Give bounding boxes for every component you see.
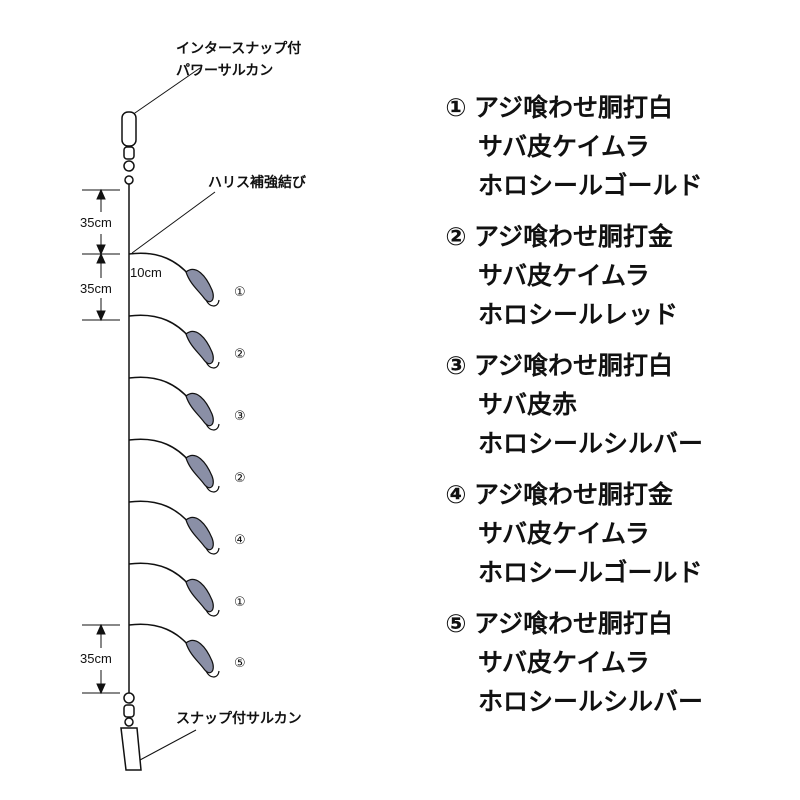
lure-skin <box>185 392 214 427</box>
bottom-swivel-leader <box>139 729 197 761</box>
hook-marker: ③ <box>234 409 246 424</box>
legend-entry-line: サバ皮ケイムラ <box>478 519 650 548</box>
hook-icon <box>205 423 220 431</box>
legend-entry-line: サバ皮ケイムラ <box>478 261 650 290</box>
legend-entry-line: サバ皮ケイムラ <box>478 132 650 161</box>
legend-entry-line: サバ皮赤 <box>478 390 578 419</box>
legend-marker: ⑤ <box>445 609 467 638</box>
hook-marker: ① <box>234 595 246 610</box>
lure-skin <box>185 268 214 303</box>
legend-entry-line: ホロシールシルバー <box>478 429 704 458</box>
hook-icon <box>205 670 220 678</box>
top-swivel-label-1: インタースナップ付 <box>176 40 301 57</box>
legend-entry-text: アジ喰わせ胴打白 <box>474 609 674 638</box>
hook-icon <box>205 547 220 555</box>
hook-icon <box>205 299 220 307</box>
legend-entry-line: ホロシールゴールド <box>478 558 703 587</box>
lure-skin <box>185 454 214 489</box>
hook-marker: ② <box>234 347 246 362</box>
legend-marker: ③ <box>445 351 467 380</box>
legend-entry-text: アジ喰わせ胴打白 <box>474 351 674 380</box>
dimension-top-2-label: 35cm <box>80 281 112 296</box>
bottom-swivel-label: スナップ付サルカン <box>176 710 302 727</box>
hook-marker: ① <box>234 285 246 300</box>
hook-marker: ② <box>234 471 246 486</box>
branch-hook: ② <box>128 314 246 369</box>
dimension-bottom <box>82 623 120 695</box>
reinforce-knot-leader <box>131 191 216 254</box>
legend-entry-line: サバ皮ケイムラ <box>478 648 650 677</box>
hook-icon <box>205 609 220 617</box>
branch-hook: ① <box>128 562 246 617</box>
lure-skin <box>185 516 214 551</box>
hook-marker: ④ <box>234 533 246 548</box>
bottom-swivel <box>120 692 142 771</box>
dimension-top-1-label: 35cm <box>80 215 112 230</box>
dimension-bottom-label: 35cm <box>80 651 112 666</box>
branch-hook: ④ <box>128 500 246 555</box>
legend-entry-text: アジ喰わせ胴打白 <box>474 93 674 122</box>
legend-entry-line: ホロシールゴールド <box>478 171 703 200</box>
legend-entry-line: ホロシールシルバー <box>478 687 704 716</box>
legend-marker: ① <box>445 93 467 122</box>
legend-marker: ② <box>445 222 467 251</box>
top-swivel-leader <box>131 67 201 116</box>
branch-lines: ① ② ③ ② ④ ① ⑤ <box>128 252 246 678</box>
dimension-top <box>82 188 120 322</box>
branch-hook: ⑤ <box>128 623 246 678</box>
hook-marker: ⑤ <box>234 656 246 671</box>
rig-diagram: インタースナップ付 パワーサルカン ハリス補強結び 35cm 35cm 10cm <box>80 40 307 771</box>
branch-hook: ① <box>128 252 246 307</box>
legend-entry-text: アジ喰わせ胴打金 <box>474 480 674 509</box>
reinforce-knot-label: ハリス補強結び <box>208 174 307 191</box>
legend-entry-text: アジ喰わせ胴打金 <box>474 222 674 251</box>
dimension-branch-label: 10cm <box>130 265 162 280</box>
lure-skin <box>185 578 214 613</box>
top-swivel <box>121 111 137 185</box>
top-swivel-label-2: パワーサルカン <box>176 63 273 79</box>
branch-hook: ② <box>128 438 246 493</box>
hook-icon <box>205 485 220 493</box>
legend-entry-line: ホロシールレッド <box>478 300 679 329</box>
legend-marker: ④ <box>445 480 467 509</box>
hook-icon <box>205 361 220 369</box>
lure-skin <box>185 330 214 365</box>
branch-hook: ③ <box>128 376 246 431</box>
lure-skin <box>185 639 214 674</box>
